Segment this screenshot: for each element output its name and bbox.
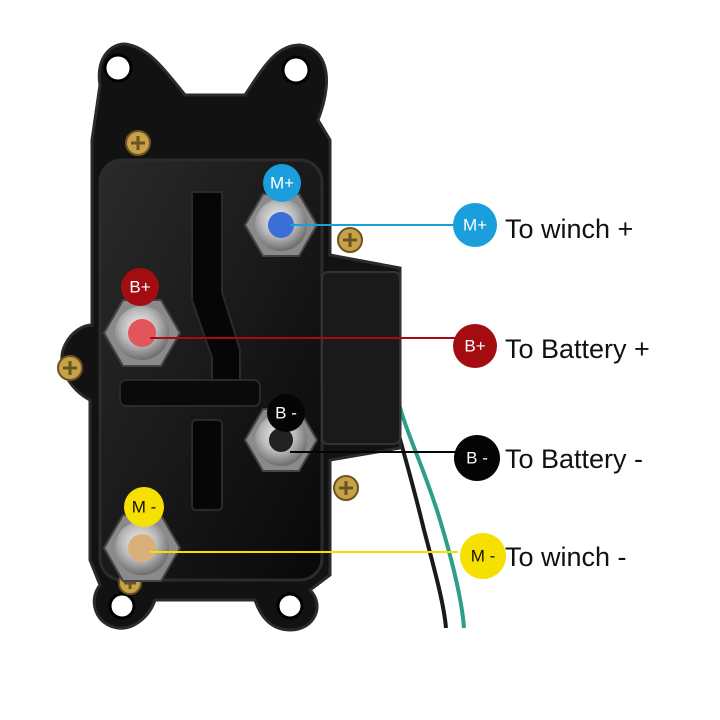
callout-label-b-minus: To Battery - — [505, 444, 643, 474]
base-rib — [191, 419, 223, 511]
terminal-post-m-minus — [102, 514, 182, 582]
terminal-post-m-plus — [243, 193, 319, 257]
callout-badge-b-plus: B+ — [453, 324, 497, 368]
callout-label-m-minus: To winch - — [505, 542, 627, 572]
callout-badge-b-minus: B - — [454, 435, 500, 481]
callout-label-b-plus: To Battery + — [505, 334, 650, 364]
terminal-badge-label: B - — [275, 404, 297, 423]
terminal-badge-label: M - — [132, 498, 157, 517]
terminal-badge-b-plus: B+ — [121, 268, 159, 306]
callout-badge-m-minus: M - — [460, 533, 506, 579]
lower-rib — [119, 379, 261, 407]
screw-icon — [57, 355, 83, 381]
screw-icon — [333, 475, 359, 501]
callout-label-m-plus: To winch + — [505, 214, 633, 244]
callout-badge-label: B+ — [464, 337, 485, 356]
callout-badge-label: B - — [466, 449, 488, 468]
terminal-badge-label: M+ — [270, 174, 294, 193]
leader-lines — [150, 224, 458, 553]
callout-badge-label: M+ — [463, 216, 487, 235]
terminal-post-b-plus — [102, 299, 182, 367]
terminal-badge-b-minus: B - — [267, 394, 305, 432]
mount-hole-bottom-right — [276, 592, 304, 620]
green-wire — [396, 399, 466, 629]
callout-badge-m-plus: M+ — [453, 203, 497, 247]
terminal-badge-m-minus: M - — [124, 487, 164, 527]
mount-hole-top-left — [103, 53, 133, 83]
mount-hole-top-right — [281, 55, 311, 85]
terminal-badge-label: B+ — [129, 278, 150, 297]
callout-badge-label: M - — [471, 547, 496, 566]
control-wires — [390, 399, 466, 629]
screw-icon — [125, 130, 151, 156]
terminal-badge-m-plus: M+ — [263, 164, 301, 202]
screw-icon — [337, 227, 363, 253]
control-module — [321, 271, 401, 445]
mount-hole-bottom-left — [108, 592, 136, 620]
